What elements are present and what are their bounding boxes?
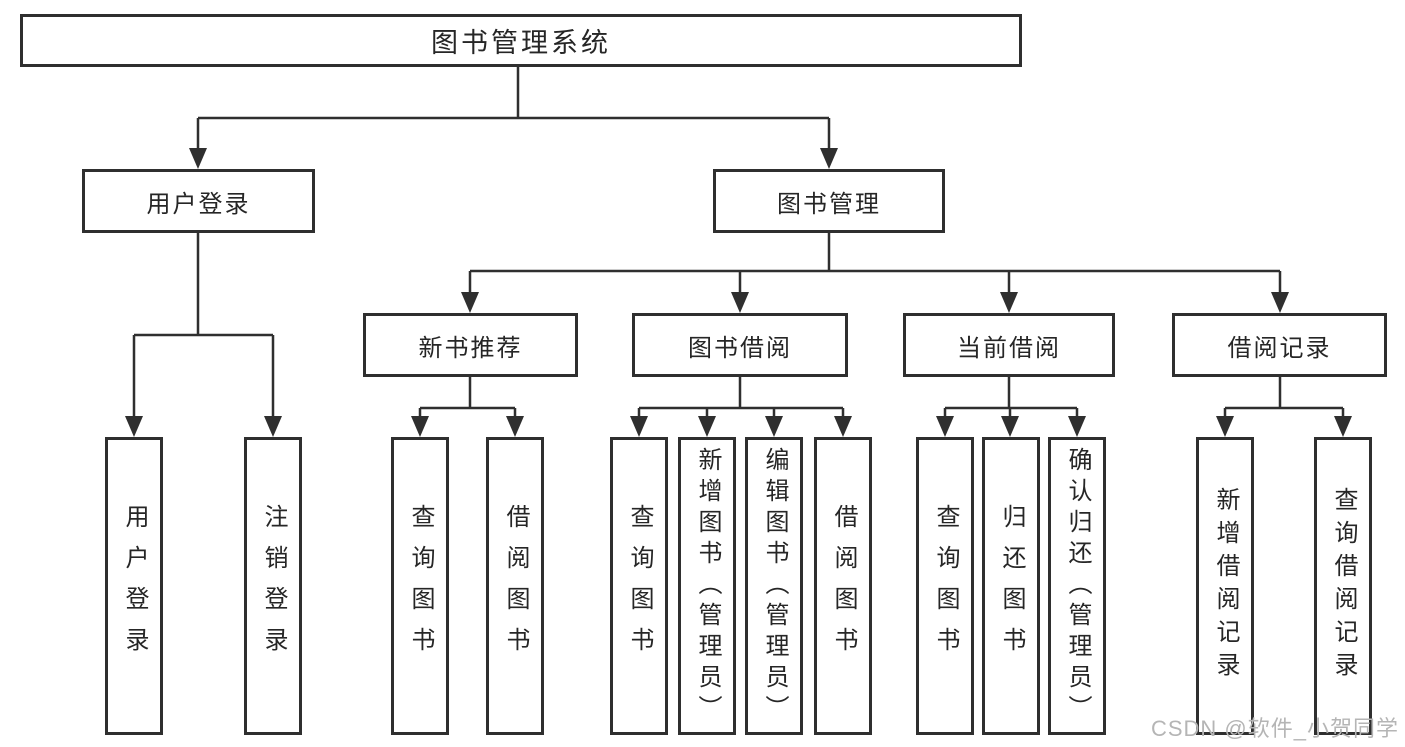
leaf-add-books-admin-label: 新增图书（管理员）: [694, 446, 721, 726]
leaf-return-books-label: 归还图书: [998, 504, 1025, 668]
arrowheads: [125, 148, 1352, 437]
leaf-edit-books-admin-label: 编辑图书（管理员）: [761, 446, 788, 726]
node-book-borrow: 图书借阅: [632, 313, 848, 377]
leaf-add-borrow-record: 新增借阅记录: [1196, 437, 1254, 735]
leaf-add-books-admin: 新增图书（管理员）: [678, 437, 736, 735]
leaf-borrow-books-label: 借阅图书: [830, 504, 857, 668]
leaf-current-query-books: 查询图书: [916, 437, 974, 735]
leaf-borrow-query-books: 查询图书: [610, 437, 668, 735]
node-book-management: 图书管理: [713, 169, 945, 233]
leaf-borrow-books: 借阅图书: [814, 437, 872, 735]
leaf-return-books: 归还图书: [982, 437, 1040, 735]
leaf-confirm-return-admin: 确认归还（管理员）: [1048, 437, 1106, 735]
csdn-watermark: CSDN @软件_小贺同学: [1150, 716, 1399, 741]
leaf-newbooks-borrow-books: 借阅图书: [486, 437, 544, 735]
node-user-login: 用户登录: [82, 169, 315, 233]
leaf-newbooks-borrow-books-label: 借阅图书: [502, 504, 529, 668]
node-new-books: 新书推荐: [363, 313, 578, 377]
leaf-add-borrow-record-label: 新增借阅记录: [1212, 487, 1239, 685]
node-borrow-records: 借阅记录: [1172, 313, 1387, 377]
leaf-query-borrow-record: 查询借阅记录: [1314, 437, 1372, 735]
node-current-borrow: 当前借阅: [903, 313, 1115, 377]
leaf-borrow-query-books-label: 查询图书: [626, 504, 653, 668]
node-current-borrow-label: 当前借阅: [957, 334, 1061, 362]
leaf-user-login: 用户登录: [105, 437, 163, 735]
node-user-login-label: 用户登录: [146, 190, 251, 218]
leaf-user-login-label: 用户登录: [121, 504, 148, 668]
node-book-management-label: 图书管理: [777, 190, 881, 218]
leaf-query-borrow-record-label: 查询借阅记录: [1330, 487, 1357, 685]
node-root: 图书管理系统: [20, 14, 1022, 67]
node-root-label: 图书管理系统: [431, 28, 611, 58]
node-book-borrow-label: 图书借阅: [688, 334, 792, 362]
node-borrow-records-label: 借阅记录: [1227, 334, 1332, 362]
node-new-books-label: 新书推荐: [418, 334, 523, 362]
leaf-newbooks-query-books-label: 查询图书: [407, 504, 434, 668]
leaf-logout-label: 注销登录: [260, 504, 287, 668]
leaf-confirm-return-admin-label: 确认归还（管理员）: [1064, 446, 1091, 726]
leaf-edit-books-admin: 编辑图书（管理员）: [745, 437, 803, 735]
leaf-logout: 注销登录: [244, 437, 302, 735]
leaf-current-query-books-label: 查询图书: [932, 504, 959, 668]
leaf-newbooks-query-books: 查询图书: [391, 437, 449, 735]
